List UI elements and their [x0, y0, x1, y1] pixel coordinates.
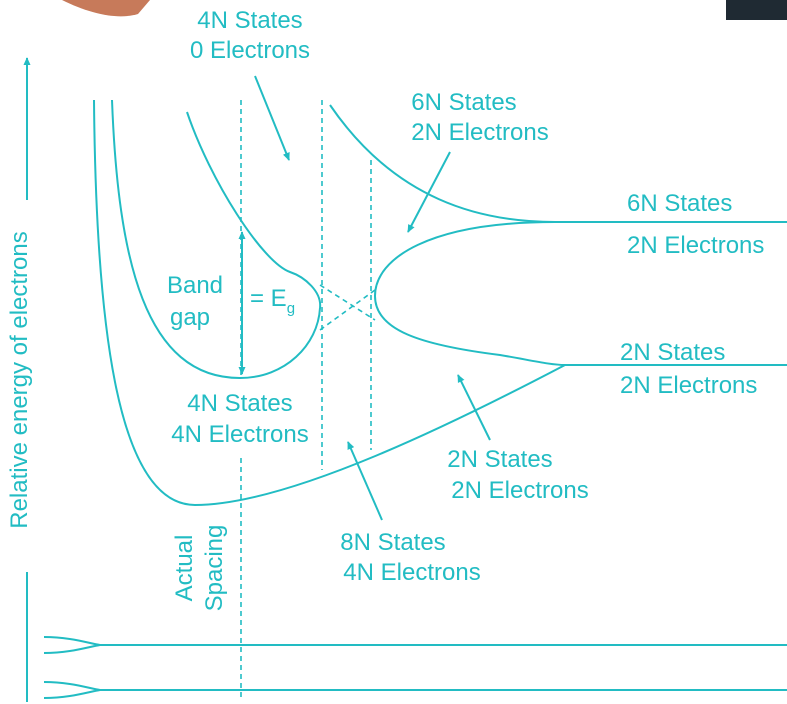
- label-top-band-line2: 0 Electrons: [190, 37, 310, 64]
- label-lower-band-line2: 4N Electrons: [171, 421, 308, 448]
- label-middle-right-line2: 2N Electrons: [451, 477, 588, 504]
- photo-corner-left: [62, 0, 150, 16]
- label-energy-gap: = Eg: [250, 285, 295, 317]
- label-bottom-center-line2: 4N Electrons: [343, 559, 480, 586]
- label-actual-spacing-line1: Actual: [171, 535, 198, 602]
- arrow-six-n-band: [408, 152, 450, 232]
- label-six-n-band-line1: 6N States: [411, 89, 516, 116]
- arrow-two-n-band: [458, 375, 490, 440]
- level-fork-1: [44, 637, 100, 653]
- dashed-cross-b: [320, 290, 375, 330]
- label-lower-band-line1: 4N States: [187, 390, 292, 417]
- photo-corner-right: [726, 0, 787, 20]
- inner-split-curve: [375, 222, 565, 365]
- arrow-eight-n-band: [348, 442, 382, 520]
- lower-band-curve: [112, 100, 320, 378]
- label-top-band-line1: 4N States: [197, 7, 302, 34]
- label-right-lower-line2: 2N Electrons: [620, 372, 757, 399]
- label-actual-spacing-line2: Spacing: [201, 525, 228, 612]
- dashed-cross-a: [320, 285, 375, 320]
- label-right-upper-line1: 6N States: [627, 190, 732, 217]
- label-right-lower-line1: 2N States: [620, 339, 725, 366]
- arrow-top-band: [255, 76, 289, 160]
- label-energy-gap-subscript: g: [287, 300, 295, 317]
- label-band-gap-line1: Band: [167, 272, 223, 299]
- y-axis-label: Relative energy of electrons: [6, 231, 33, 529]
- label-six-n-band-line2: 2N Electrons: [411, 119, 548, 146]
- label-band-gap-line2: gap: [170, 304, 210, 331]
- label-bottom-center-line1: 8N States: [340, 529, 445, 556]
- label-middle-right-line1: 2N States: [447, 446, 552, 473]
- label-energy-gap-eq: = E: [250, 285, 287, 312]
- level-fork-2: [44, 682, 100, 698]
- label-right-upper-line2: 2N Electrons: [627, 232, 764, 259]
